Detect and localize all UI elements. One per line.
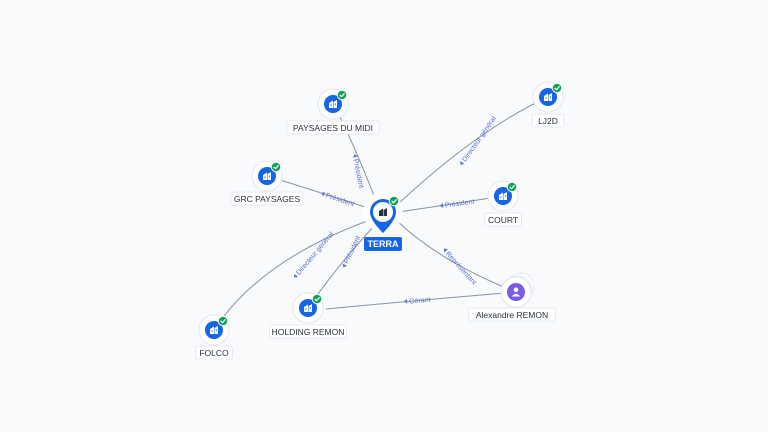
node-label-box bbox=[230, 191, 304, 206]
edge-label-group: Président bbox=[321, 191, 355, 208]
node-label-box bbox=[531, 113, 565, 128]
node-label-box bbox=[484, 212, 522, 227]
edge-court-terra: Président bbox=[397, 195, 504, 213]
edge-label-group: Président bbox=[342, 235, 362, 268]
edge-label-group: Gérant bbox=[404, 297, 431, 306]
node-folco[interactable]: FOLCO bbox=[195, 314, 233, 360]
edge-arrow-icon bbox=[460, 161, 465, 165]
edge-label: Directeur général bbox=[461, 115, 498, 163]
node-label-box bbox=[269, 324, 347, 339]
check-badge-icon bbox=[388, 195, 400, 207]
node-lj2d[interactable]: LJ2D bbox=[531, 81, 565, 128]
node-paysages[interactable]: PAYSAGES DU MIDI bbox=[286, 88, 380, 135]
node-label-box bbox=[286, 120, 380, 135]
center-label: TERRA bbox=[368, 239, 399, 249]
edge-line bbox=[397, 96, 549, 205]
edge-arrow-icon bbox=[404, 298, 408, 304]
node-terra-center[interactable]: TERRA bbox=[363, 192, 403, 251]
edge-label: Directeur général bbox=[295, 231, 335, 277]
node-label-box bbox=[195, 345, 233, 360]
building-icon bbox=[210, 326, 218, 334]
node-label: FOLCO bbox=[199, 348, 229, 358]
edge-line bbox=[325, 291, 517, 310]
edge-label: Président bbox=[445, 199, 475, 210]
check-badge-icon bbox=[336, 89, 348, 101]
edge-label-group: Président bbox=[440, 199, 475, 210]
edge-label: Président bbox=[343, 235, 362, 265]
edge-arrow-icon bbox=[294, 273, 298, 278]
edge-label: Gérant bbox=[409, 297, 431, 306]
edge-arrow-icon bbox=[321, 191, 325, 197]
edge-folco-terra: Directeur général bbox=[213, 219, 371, 331]
node-alexandre[interactable]: Alexandre REMON bbox=[468, 272, 556, 322]
building-icon bbox=[499, 192, 507, 200]
building-icon bbox=[329, 100, 337, 108]
node-label-box bbox=[468, 307, 556, 322]
node-label: GRC PAYSAGES bbox=[234, 194, 301, 204]
edge-arrow-icon bbox=[352, 154, 358, 158]
node-label: PAYSAGES DU MIDI bbox=[293, 123, 373, 133]
edge-label-group: Représentant bbox=[443, 248, 477, 287]
edge-arrow-icon bbox=[440, 202, 444, 208]
node-grc[interactable]: GRC PAYSAGES bbox=[230, 160, 304, 206]
node-holding[interactable]: HOLDING REMON bbox=[269, 292, 347, 339]
edge-label: Président bbox=[351, 159, 364, 189]
edge-alexandre-holding: Gérant bbox=[325, 291, 517, 310]
node-court[interactable]: COURT bbox=[484, 180, 522, 227]
check-badge-icon bbox=[217, 315, 229, 327]
node-label: HOLDING REMON bbox=[272, 327, 345, 337]
edge-arrow-icon bbox=[342, 263, 347, 268]
building-icon bbox=[544, 93, 552, 101]
node-label: Alexandre REMON bbox=[476, 310, 548, 320]
building-icon bbox=[263, 172, 271, 180]
edge-label-group: Directeur général bbox=[460, 115, 498, 165]
edge-label-group: Directeur général bbox=[294, 231, 336, 278]
center-label-box bbox=[364, 237, 402, 251]
edge-label: Président bbox=[325, 192, 355, 208]
edge-line bbox=[395, 219, 517, 293]
edge-lj2d-terra: Directeur général bbox=[397, 96, 549, 205]
building-icon bbox=[304, 304, 312, 312]
check-badge-icon bbox=[311, 293, 323, 305]
check-badge-icon bbox=[551, 82, 563, 94]
check-badge-icon bbox=[270, 161, 282, 173]
nodes-layer: PAYSAGES DU MIDI LJ2D GRC PAYSAGES COURT FOL… bbox=[195, 81, 565, 360]
node-label: LJ2D bbox=[538, 116, 558, 126]
check-badge-icon bbox=[506, 181, 518, 193]
edge-alexandre-terra: Représentant bbox=[395, 219, 517, 293]
edge-label: Représentant bbox=[444, 251, 477, 287]
node-label: COURT bbox=[488, 215, 518, 225]
building-icon bbox=[379, 208, 387, 216]
edge-label-group: Président bbox=[351, 154, 364, 189]
person-icon bbox=[511, 287, 521, 297]
edge-line bbox=[213, 219, 371, 331]
edge-arrow-icon bbox=[443, 248, 448, 253]
